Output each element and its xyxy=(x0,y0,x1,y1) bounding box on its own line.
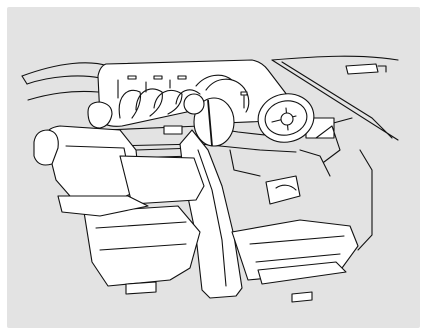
airbag-vent-3 xyxy=(178,76,186,79)
rearview-mirror xyxy=(346,64,386,74)
steering-hub xyxy=(281,113,293,125)
dash-vent xyxy=(164,126,182,134)
front-seat xyxy=(180,130,358,302)
rear-seat xyxy=(34,126,204,294)
airbag-vent-4 xyxy=(241,92,247,95)
front-headrest xyxy=(184,94,204,114)
seat-latch xyxy=(292,292,312,302)
airbag-vent-1 xyxy=(128,76,136,79)
rear-seat-latch xyxy=(126,282,156,294)
airbag-vent-2 xyxy=(154,76,162,79)
